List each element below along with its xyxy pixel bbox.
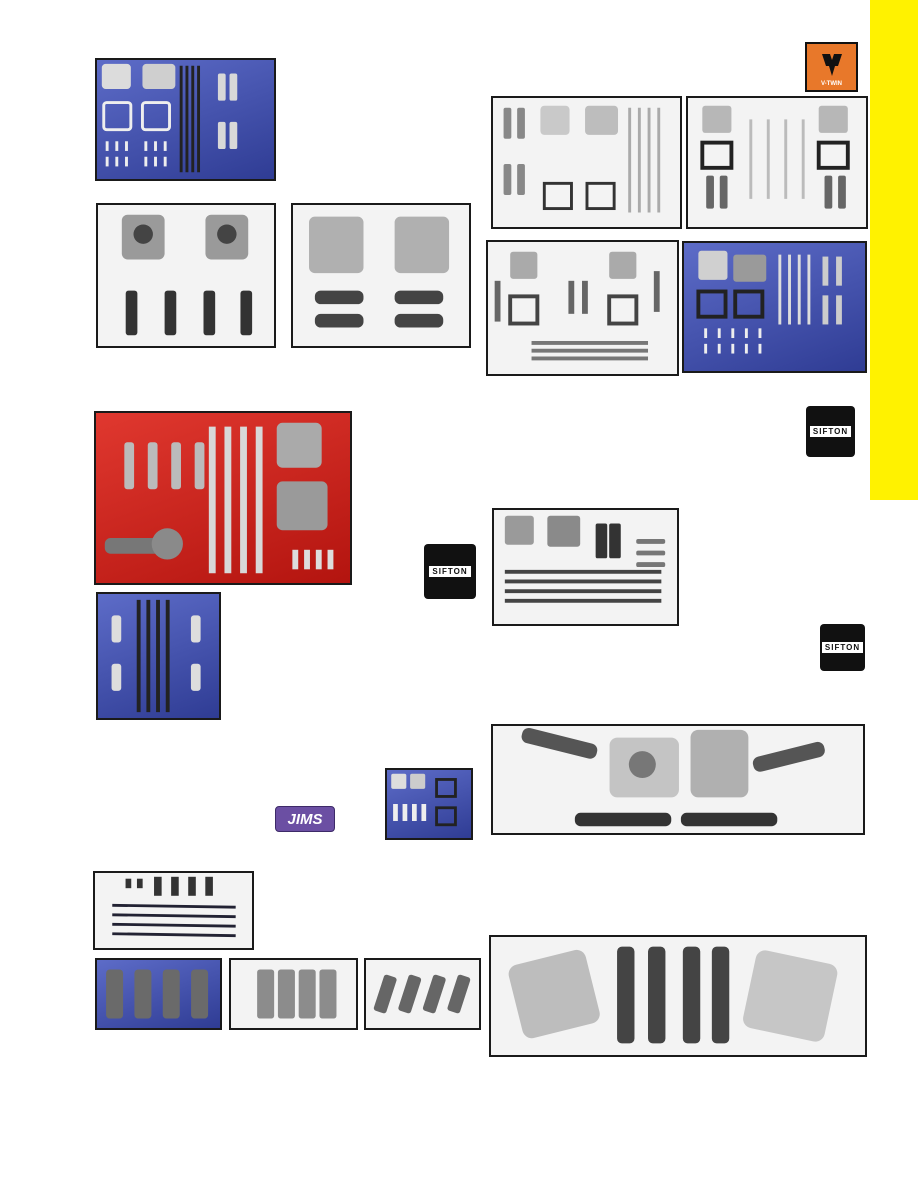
sifton-logo-1: SIFTON — [806, 406, 855, 457]
photo-sifton-tappet-kit — [492, 508, 679, 626]
product-image — [309, 216, 450, 328]
photo-chrome-tappet-blocks-with-lifters — [96, 203, 276, 348]
photo-chrome-tappet-blocks-lifters-wide — [489, 935, 867, 1057]
product-image — [373, 974, 471, 1014]
product-image — [106, 969, 209, 1019]
product-image — [508, 946, 838, 1044]
sifton-logo-3: SIFTON — [820, 624, 865, 671]
product-image — [257, 969, 337, 1019]
photo-tappet-cam-kit-red — [94, 411, 352, 585]
photo-tappet-blocks-with-roller-lifters — [291, 203, 471, 348]
product-image — [112, 876, 236, 938]
product-image — [111, 599, 201, 713]
product-image — [391, 773, 457, 827]
photo-pushrod-lifter-kit-blue — [96, 592, 221, 720]
product-image — [503, 105, 661, 213]
photo-pushrod-set-small — [93, 871, 254, 950]
product-image — [521, 727, 825, 827]
yellow-section-tab — [870, 0, 918, 500]
photo-jims-kit-small — [385, 768, 473, 840]
photo-tappet-block-kit-blue-mid-right — [682, 241, 867, 373]
sifton-logo-2: SIFTON — [424, 544, 476, 599]
photo-lifter-guides-blue — [95, 958, 222, 1030]
photo-lifter-guides-white — [229, 958, 358, 1030]
vtwin-logo: V-TWIN — [805, 42, 858, 92]
photo-tappet-block-kit-mid-right — [486, 240, 679, 376]
product-image — [121, 214, 253, 336]
photo-lifters-white — [364, 958, 481, 1030]
jims-logo: JIMS — [275, 806, 335, 832]
product-image — [494, 251, 660, 361]
photo-roller-lifter-tappet-blocks-wide — [491, 724, 865, 835]
product-image — [700, 105, 850, 209]
engine-icon — [822, 54, 842, 76]
photo-tappet-block-kit-blue-top-left — [95, 58, 276, 181]
photo-tappet-block-kit-top-right-b — [686, 96, 868, 229]
photo-tappet-block-kit-top-right-a — [491, 96, 682, 229]
product-image — [101, 63, 238, 173]
product-image — [696, 250, 842, 354]
product-image — [104, 422, 334, 574]
product-image — [504, 515, 666, 603]
